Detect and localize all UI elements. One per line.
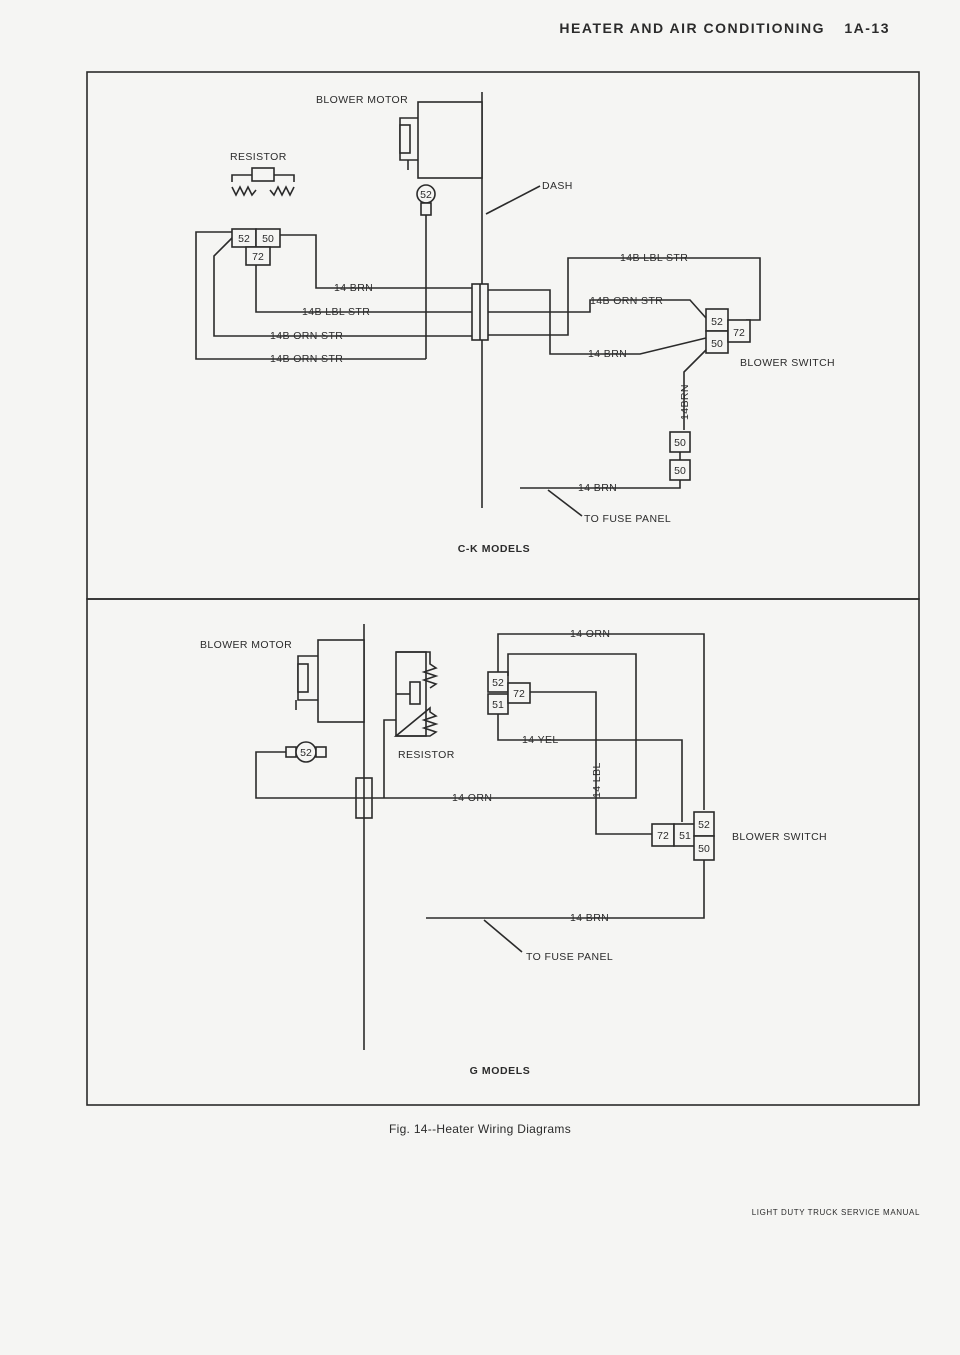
g-motor-terminal-num: 52 xyxy=(300,747,312,759)
g-sw-term-72: 72 xyxy=(657,830,669,842)
g-title: G MODELS xyxy=(470,1065,531,1077)
ck-wire-lbl-top-label: 14B LBL STR xyxy=(620,252,688,264)
ck-wire-brn-label: 14 BRN xyxy=(334,282,373,294)
ck-blower-switch: 52 50 72 xyxy=(705,308,751,354)
ck-wire-brn-fuse xyxy=(520,480,681,489)
g-wire-orn-top-label: 14 ORN xyxy=(570,628,610,640)
page-header: HEATER AND AIR CONDITIONING 1A-13 xyxy=(559,20,890,36)
ck-wire-lbl-top xyxy=(488,257,761,336)
g-wire-orn-top xyxy=(497,633,705,810)
ck-wire-orn1-label: 14B ORN STR xyxy=(270,330,343,342)
g-wire-lbl xyxy=(530,691,652,835)
g-wire-brn xyxy=(426,860,705,919)
ck-wire-brn-fuse-label: 14 BRN xyxy=(578,482,617,494)
section-title: HEATER AND AIR CONDITIONING xyxy=(559,20,825,36)
ck-wire-orn-right xyxy=(488,299,707,319)
ck-wire-orn2-label: 14B ORN STR xyxy=(270,353,343,365)
figure-caption: Fig. 14--Heater Wiring Diagrams xyxy=(388,1122,571,1136)
g-diagram: BLOWER MOTOR 52 RESISTOR 52 51 72 xyxy=(200,624,827,1077)
g-frame xyxy=(86,598,920,1106)
ck-diagram: BLOWER MOTOR 52 RESISTOR 52 50 72 1 xyxy=(195,92,835,555)
g-resistor-label: RESISTOR xyxy=(398,749,455,761)
ck-title: C-K MODELS xyxy=(458,543,531,555)
ck-blower-switch-label: BLOWER SWITCH xyxy=(740,357,835,369)
g-blower-motor-label: BLOWER MOTOR xyxy=(200,639,292,651)
ck-to-fuse-label: TO FUSE PANEL xyxy=(584,513,671,525)
g-wire-brn-label: 14 BRN xyxy=(570,912,609,924)
ck-wire-orn-right-label: 14B ORN STR xyxy=(590,295,663,307)
g-wire-orn xyxy=(356,653,637,799)
ck-wire-brn-right-label: 14 BRN xyxy=(588,348,627,360)
g-wire-yel-label: 14 YEL xyxy=(522,734,559,746)
ck-wire-orn2 xyxy=(195,231,426,360)
g-resistor-connector: 52 51 72 xyxy=(487,671,531,715)
g-sw-term-52: 52 xyxy=(698,819,710,831)
g-res-term-51: 51 xyxy=(492,699,504,711)
footer-text: LIGHT DUTY TRUCK SERVICE MANUAL xyxy=(751,1208,920,1217)
ck-dash-label: DASH xyxy=(542,180,573,192)
g-resistor-symbol xyxy=(393,651,439,737)
ck-res-term-52: 52 xyxy=(238,233,250,245)
page-number: 1A-13 xyxy=(844,20,890,36)
ck-res-term-72: 72 xyxy=(252,251,264,263)
ck-sw-term-72: 72 xyxy=(733,327,745,339)
g-blower-switch-label: BLOWER SWITCH xyxy=(732,831,827,843)
ck-blower-motor-label: BLOWER MOTOR xyxy=(316,94,408,106)
ck-wire-brn-right xyxy=(488,289,707,355)
g-res-term-72: 72 xyxy=(513,688,525,700)
g-res-term-52: 52 xyxy=(492,677,504,689)
ck-conn-term-50a: 50 xyxy=(674,437,686,449)
g-sw-term-51: 51 xyxy=(679,830,691,842)
ck-wire-brn-vert-label: 14BRN xyxy=(679,384,691,420)
g-blower-motor xyxy=(295,639,365,723)
ck-res-term-50: 50 xyxy=(262,233,274,245)
ck-resistor-symbol xyxy=(231,167,295,197)
ck-resistor-label: RESISTOR xyxy=(230,151,287,163)
g-wire-orn-label: 14 ORN xyxy=(452,792,492,804)
g-to-fuse-label: TO FUSE PANEL xyxy=(526,951,613,963)
g-sw-term-50: 50 xyxy=(698,843,710,855)
ck-wire-lbl xyxy=(255,265,472,313)
g-blower-switch: 72 51 52 50 xyxy=(651,811,715,861)
g-wire-yel xyxy=(497,714,683,822)
ck-wire-orn1 xyxy=(213,237,472,337)
ck-wire-lbl-label: 14B LBL STR xyxy=(302,306,370,318)
ck-conn-term-50b: 50 xyxy=(674,465,686,477)
ck-sw-term-52: 52 xyxy=(711,316,723,328)
ck-fuse-connector: 50 50 xyxy=(669,431,691,481)
ck-wire-brn xyxy=(280,234,472,289)
ck-motor-terminal-num: 52 xyxy=(420,189,432,201)
ck-sw-term-50: 50 xyxy=(711,338,723,350)
g-wire-lbl-label: 14 LBL xyxy=(591,762,603,798)
ck-blower-motor xyxy=(399,101,483,179)
ck-resistor-connector: 52 50 72 xyxy=(231,228,281,266)
